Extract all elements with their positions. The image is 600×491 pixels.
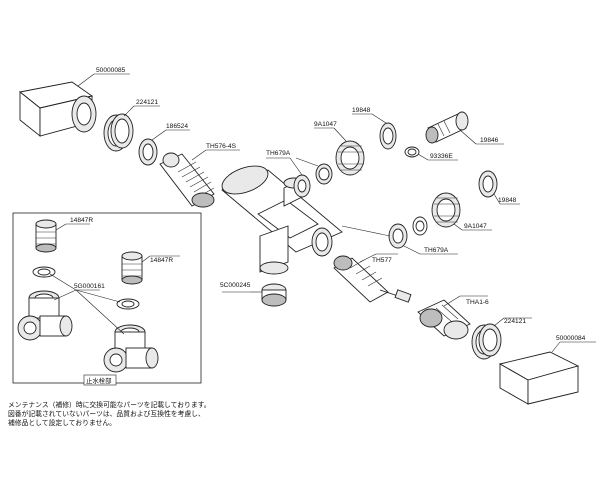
inset-washers-part <box>32 266 140 310</box>
part-label-224121-left: 224121 <box>136 99 158 106</box>
leader-line <box>551 341 561 353</box>
leader-line <box>191 149 207 161</box>
inset-box-title: 止水栓部 <box>86 376 112 385</box>
part-label-tha1-6: THA1-6 <box>466 299 489 306</box>
maintenance-note-line-3: 補修品として設定しておりません。 <box>8 418 116 427</box>
inset-valve-body-right <box>103 324 159 373</box>
th577-element-part <box>333 255 412 303</box>
leader-line <box>493 193 501 205</box>
part-label-th576-4s: TH576-4S <box>206 143 237 150</box>
part-label-19848-upper: 19848 <box>352 107 371 114</box>
part-label-50000085: 50000085 <box>96 67 126 74</box>
part-label-224121-right: 224121 <box>504 318 526 325</box>
part-label-5g000161: 5G000161 <box>74 283 105 290</box>
9a1047-upper-part <box>335 140 365 176</box>
right-ring-part <box>471 323 502 360</box>
leader-line <box>49 273 77 291</box>
strainer-5c000245-part <box>261 283 287 307</box>
mixing-valve-body <box>221 165 343 275</box>
leader-line <box>141 255 151 263</box>
leader-line <box>295 157 319 167</box>
cartridge-th576-part <box>159 152 215 208</box>
tha1-6-part <box>417 299 471 340</box>
part-label-50000084: 50000084 <box>556 335 586 342</box>
leader-line <box>341 225 391 237</box>
inset-box: 止水栓部 <box>12 212 202 386</box>
maintenance-note-line-1: メンテナンス（補修）時に交換可能なパーツを記載しております。 <box>8 400 211 409</box>
oring-93336e-part <box>404 146 420 158</box>
inset-valve-body-left <box>17 290 73 341</box>
left-ring-part <box>103 113 134 152</box>
leader-line <box>359 253 377 263</box>
19846-part <box>425 111 469 144</box>
th679a-upper-part <box>293 163 333 198</box>
part-label-186524: 186524 <box>166 123 188 130</box>
part-label-th577: TH577 <box>372 257 392 264</box>
leader-line <box>371 113 387 124</box>
part-label-9a1047-upper: 9A1047 <box>314 121 337 128</box>
part-label-19848-right: 19848 <box>498 197 517 204</box>
part-label-93336e: 93336E <box>430 153 453 160</box>
leader-line <box>123 105 135 117</box>
leader-line <box>443 295 461 307</box>
19848-right-part <box>478 170 498 198</box>
washer-186524-part <box>138 138 158 166</box>
leader-line <box>453 223 463 231</box>
leader-line <box>53 289 77 301</box>
inset-14847r-right-part <box>121 251 143 285</box>
part-label-14847r-right: 14847R <box>150 257 173 264</box>
leader-line <box>75 289 121 303</box>
part-label-th679a-lower: TH679A <box>424 247 449 254</box>
19848-upper-part <box>379 122 397 150</box>
9a1047-right-part <box>431 192 461 228</box>
part-label-th679a-upper: TH679A <box>266 150 291 157</box>
leader-line <box>55 223 67 231</box>
leader-line <box>417 153 429 161</box>
part-label-19846: 19846 <box>480 137 499 144</box>
part-label-9a1047-right: 9A1047 <box>464 223 487 230</box>
leader-line <box>77 73 95 87</box>
leader-line <box>75 289 125 335</box>
leader-line <box>493 317 505 327</box>
th679a-lower-part <box>388 216 428 249</box>
right-cap-part <box>498 351 580 405</box>
inset-14847r-left-part <box>35 219 57 253</box>
leader-line <box>333 127 347 142</box>
maintenance-note-line-2: 図番が記載されていないパーツは、品質および互換性を考慮し、 <box>8 409 205 418</box>
leader-line <box>151 129 167 141</box>
leader-line <box>459 129 477 145</box>
leader-line <box>403 245 421 255</box>
part-label-5c000245: 5C000245 <box>220 282 251 289</box>
leader-line <box>289 157 303 176</box>
part-label-14847r-left: 14847R <box>70 217 93 224</box>
left-cap-part <box>18 81 97 137</box>
